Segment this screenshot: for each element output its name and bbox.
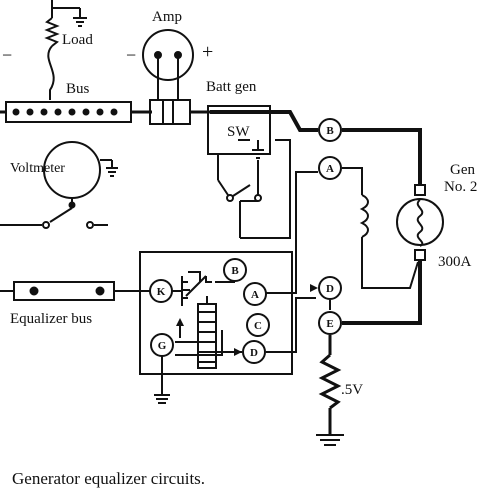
terminal-c-regulator: C (246, 313, 270, 337)
batt-gen-label: Batt gen (206, 79, 257, 95)
ammeter (142, 29, 194, 125)
bus-bar (0, 101, 152, 123)
svg-text:K: K (157, 286, 166, 298)
load-label: Load (62, 32, 93, 48)
bus-label: Bus (66, 81, 90, 97)
batt-gen-switch (207, 105, 290, 238)
amp-plus-label: + (202, 41, 214, 63)
svg-text:B: B (326, 125, 334, 137)
regulator-box (139, 251, 293, 375)
regulator-wiring (154, 139, 318, 404)
svg-text:A: A (251, 289, 259, 301)
equalizer-bus-bar (0, 281, 150, 301)
figure-caption: Generator equalizer circuits. (12, 469, 206, 488)
terminal-e-main: E (318, 311, 342, 335)
resistance-label: .5V (341, 382, 364, 398)
terminal-d-regulator: D (242, 340, 266, 364)
gen-label-line2: No. 2 (444, 179, 478, 195)
terminal-a-regulator: A (243, 282, 267, 306)
terminal-a-main: A (318, 156, 342, 180)
svg-text:A: A (326, 163, 334, 175)
terminal-b-main: B (318, 118, 342, 142)
equalizer-bus-label: Equalizer bus (10, 311, 93, 327)
svg-text:C: C (254, 320, 262, 332)
rating-label: 300A (438, 254, 472, 270)
svg-text:G: G (158, 340, 167, 352)
amp-label: Amp (152, 9, 182, 25)
sw-label: SW (227, 124, 250, 140)
gen-label-line1: Gen (450, 162, 475, 178)
svg-text:D: D (326, 283, 334, 295)
terminal-k-regulator: K (149, 279, 173, 303)
arrowheads (176, 284, 318, 356)
shunt-field (342, 167, 419, 289)
svg-text:D: D (250, 347, 258, 359)
load-branch (44, 0, 87, 100)
voltmeter (0, 141, 118, 229)
amp-minus-label: − (126, 45, 137, 65)
terminal-b-regulator: B (223, 258, 247, 282)
terminal-d-main: D (318, 276, 342, 300)
voltmeter-label: Voltmeter (10, 161, 65, 176)
main-feeder (280, 110, 422, 325)
generator (396, 184, 444, 261)
series-resistor (316, 300, 344, 446)
svg-text:E: E (326, 318, 333, 330)
svg-text:B: B (231, 265, 239, 277)
left-minus-label: − (2, 45, 13, 65)
terminal-g-regulator: G (150, 333, 174, 357)
